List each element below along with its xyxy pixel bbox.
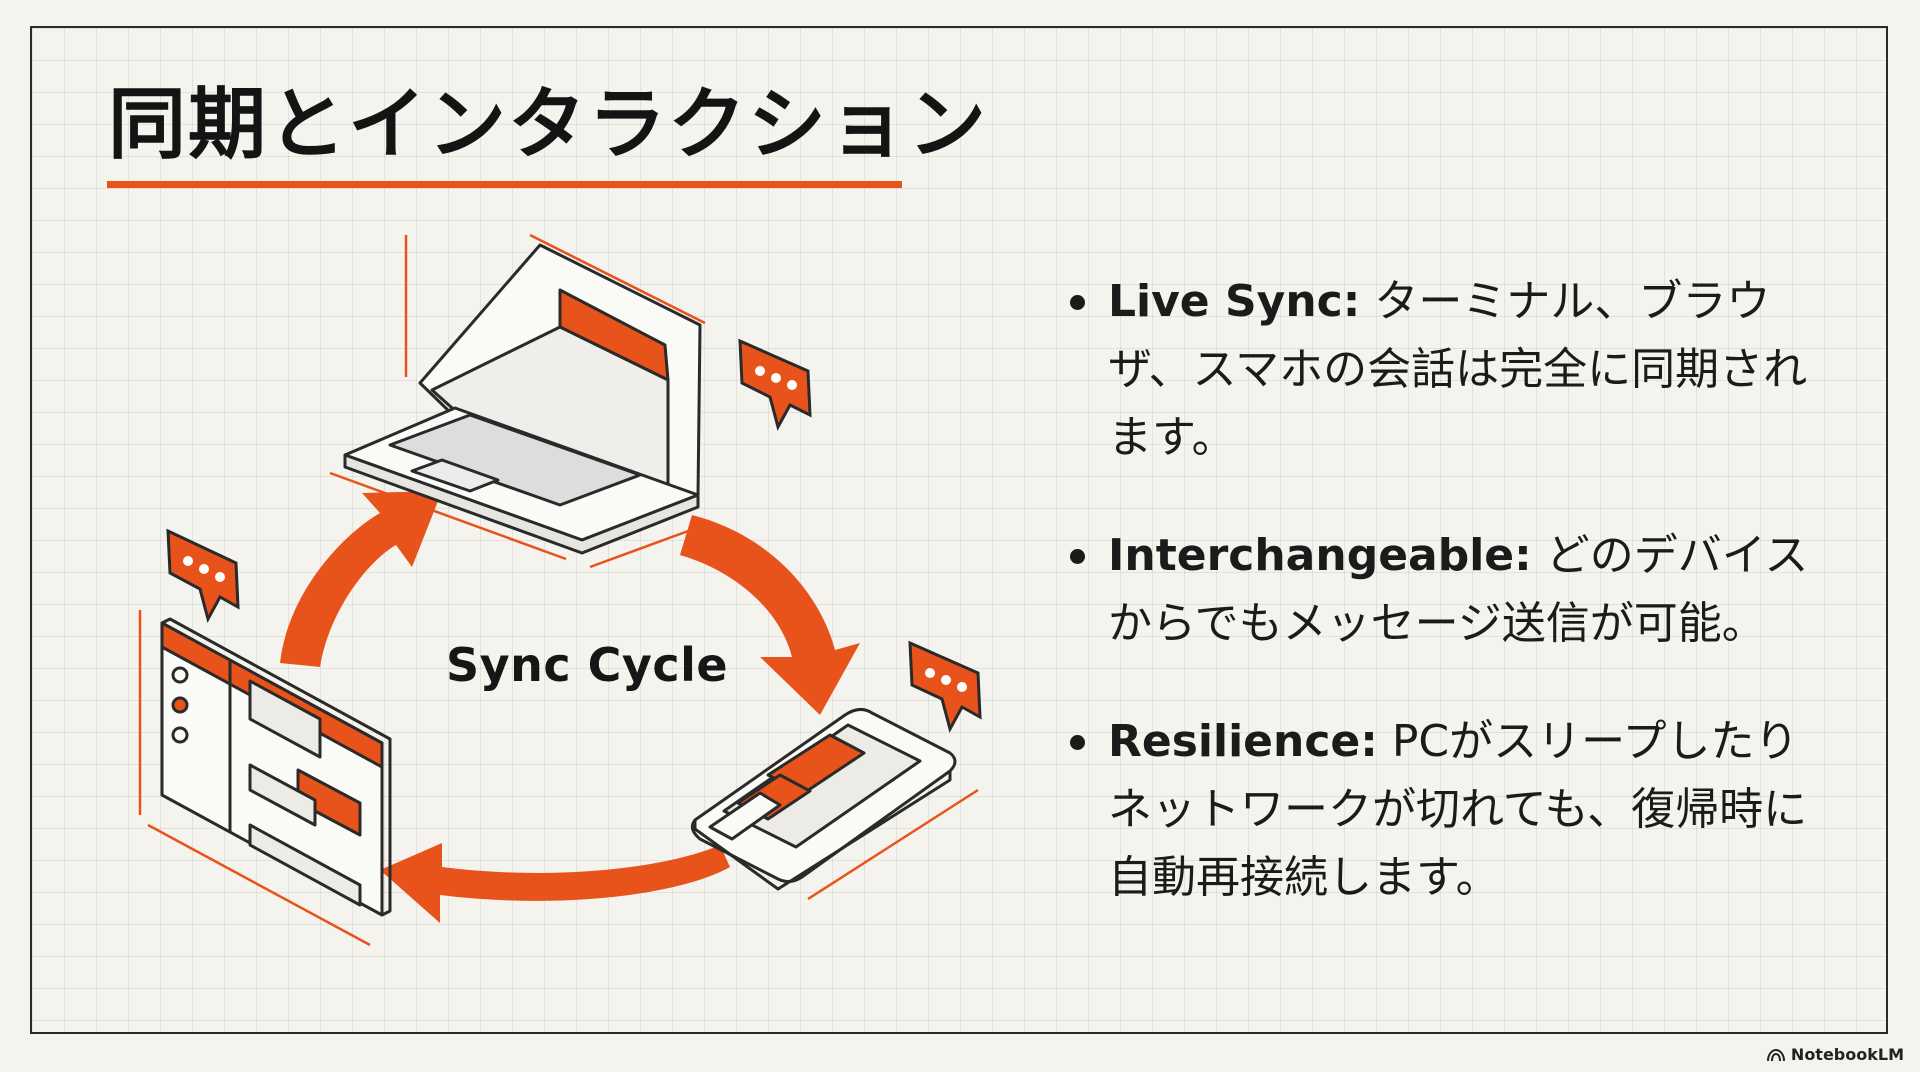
laptop-device	[343, 243, 702, 555]
bullet-term: Live Sync:	[1108, 276, 1361, 327]
sync-cycle-diagram	[138, 233, 982, 947]
bullet-term: Interchangeable:	[1108, 530, 1532, 581]
laptop-chat-bubble-icon	[738, 338, 812, 432]
bullet-list: Live Sync: ターミナル、ブラウザ、スマホの会話は完全に同期されます。 …	[1066, 268, 1836, 962]
bullet-dot-icon	[1070, 549, 1085, 564]
bullet-text: PCがスリープしたりネットワークが切れても、復帰時に自動再接続します。	[1108, 716, 1808, 903]
browser-chat-bubble-icon	[166, 528, 240, 624]
laptop-dimension-lines	[329, 233, 711, 569]
brand-label: NotebookLM	[1790, 1045, 1904, 1064]
cycle-arrows	[280, 491, 860, 923]
title-underline	[107, 181, 902, 188]
notebook-icon	[1766, 1048, 1785, 1061]
browser-dimension-lines	[138, 610, 371, 947]
notebooklm-branding: NotebookLM	[1766, 1045, 1904, 1064]
browser-window-device	[160, 617, 392, 917]
arrow-up-right	[280, 491, 442, 667]
bullet-dot-icon	[1070, 735, 1085, 750]
bullet-term: Resilience:	[1108, 716, 1378, 767]
bullet-live-sync: Live Sync: ターミナル、ブラウザ、スマホの会話は完全に同期されます。	[1066, 268, 1836, 472]
sync-cycle-label: Sync Cycle	[446, 638, 729, 692]
arrow-bottom-left	[380, 843, 730, 923]
arrow-down-right	[680, 515, 860, 715]
bullet-text: どのデバイスからでもメッセージ送信が可能。	[1108, 530, 1809, 649]
phone-dimension-lines	[807, 788, 979, 901]
bullet-interchangeable: Interchangeable: どのデバイスからでもメッセージ送信が可能。	[1066, 522, 1836, 658]
bullet-text: ターミナル、ブラウザ、スマホの会話は完全に同期されます。	[1108, 276, 1808, 463]
bullet-resilience: Resilience: PCがスリープしたりネットワークが切れても、復帰時に自動…	[1066, 708, 1836, 912]
bullet-dot-icon	[1070, 295, 1085, 310]
phone-chat-bubble-icon	[908, 640, 982, 734]
smartphone-device	[690, 708, 957, 891]
slide-title: 同期とインタラクション	[108, 80, 989, 170]
